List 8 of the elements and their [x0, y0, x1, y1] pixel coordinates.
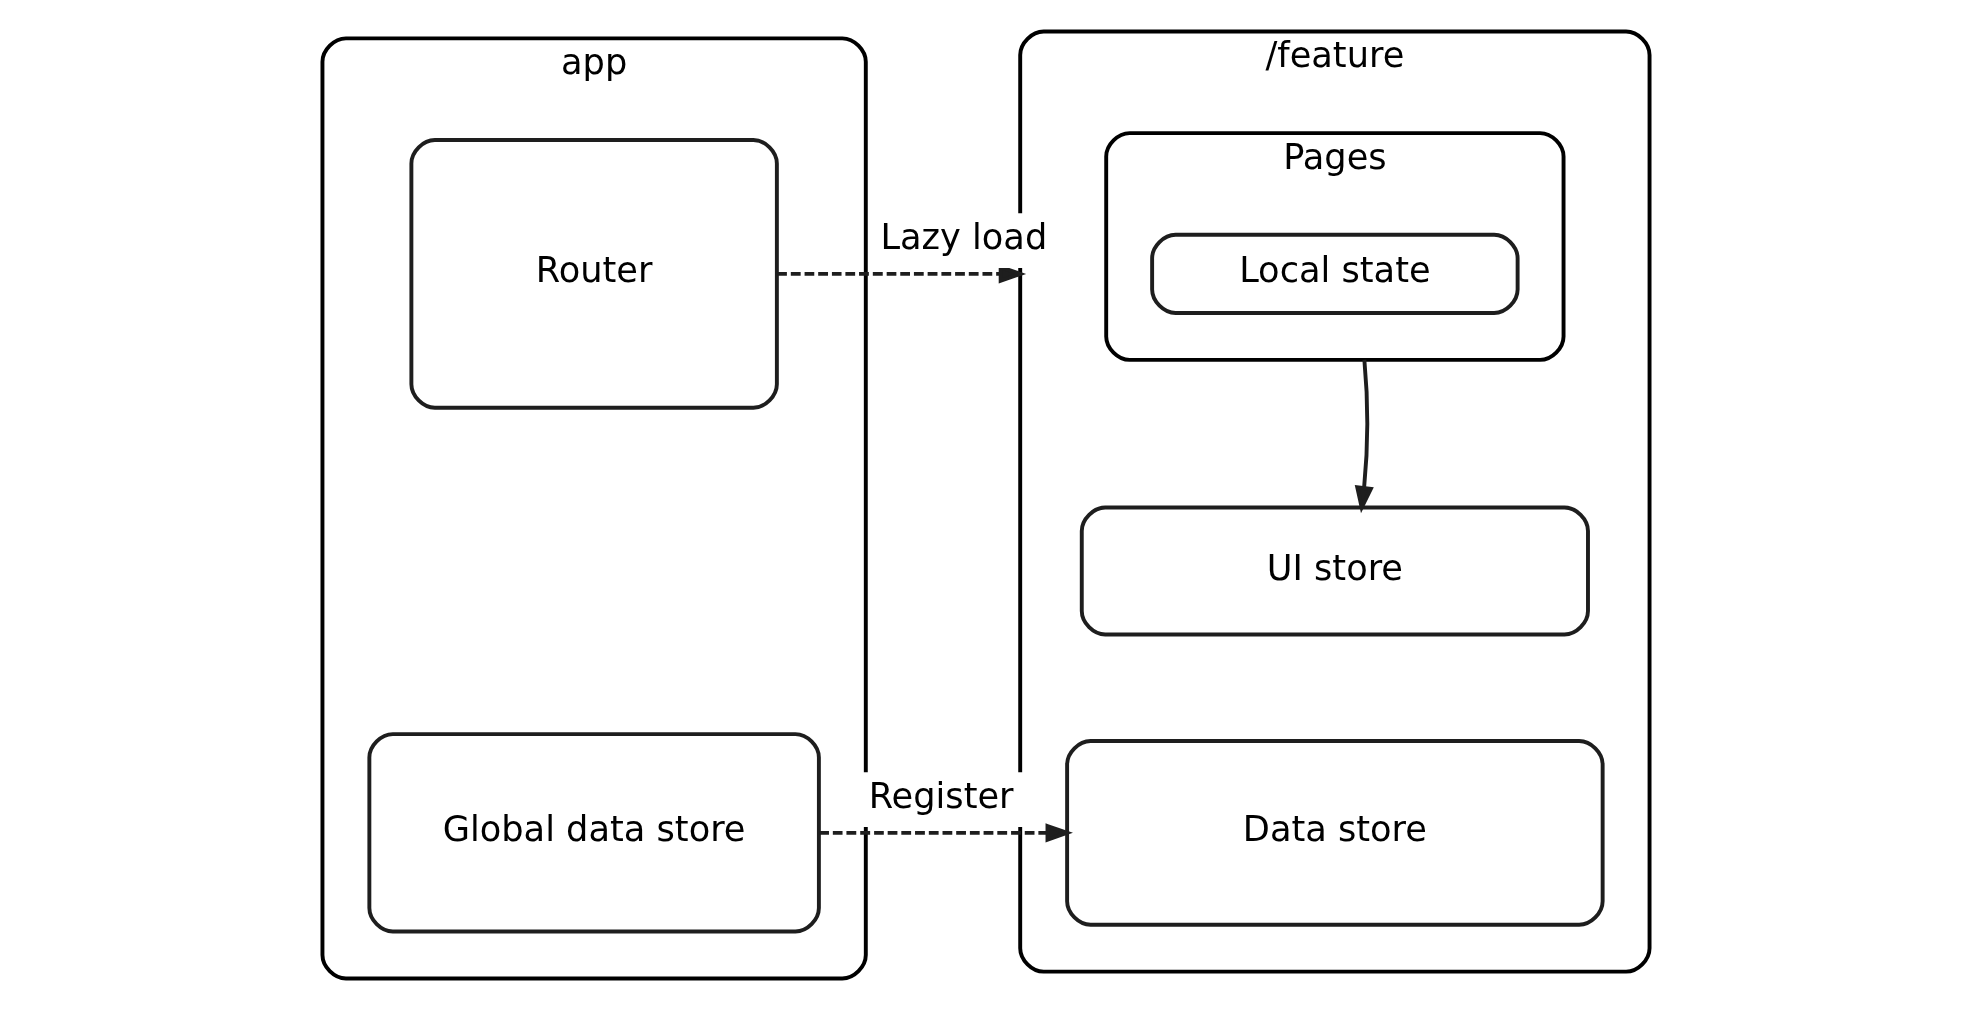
node-box: Local state — [1149, 232, 1520, 315]
arrow — [1354, 359, 1374, 514]
node-box: Router — [408, 138, 779, 410]
node-box: Data store — [1064, 739, 1605, 927]
node-box: UI store — [1079, 505, 1590, 637]
edge-label: Register — [868, 775, 1014, 817]
arrow — [818, 823, 1073, 843]
node-box: Global data store — [366, 732, 821, 934]
